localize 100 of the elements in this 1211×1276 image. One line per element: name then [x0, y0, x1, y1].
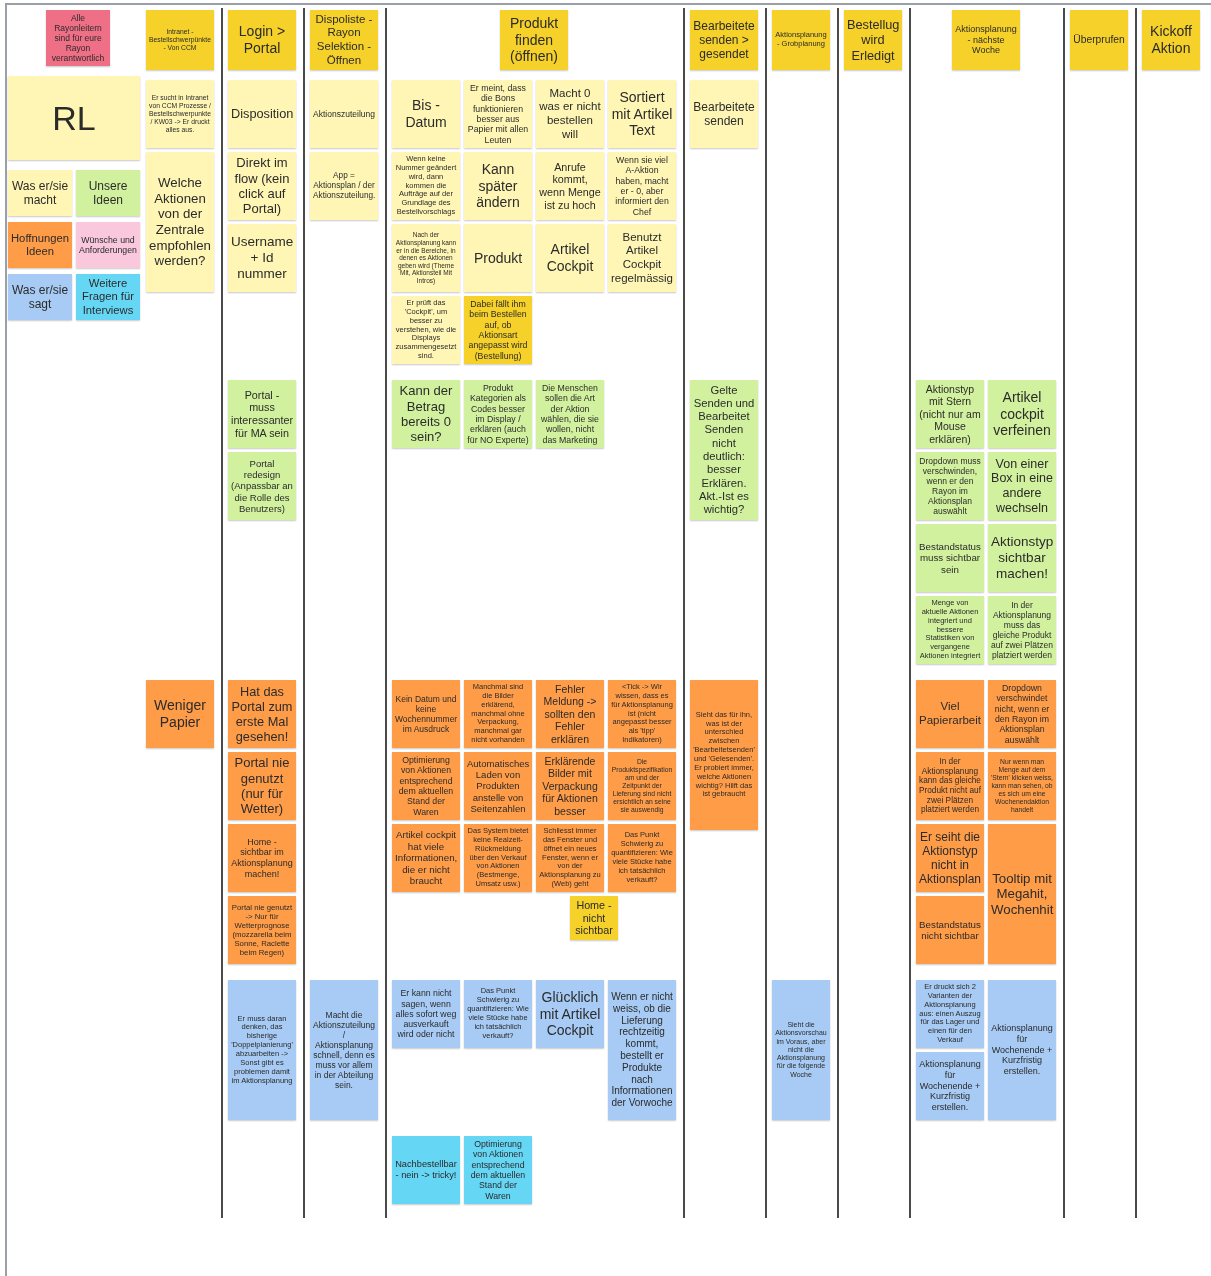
sticky-note [392, 380, 460, 448]
note-text: Macht 0 was er nicht bestellen will [539, 86, 601, 142]
sticky-note [608, 152, 676, 220]
sticky-note [146, 80, 214, 148]
note-text: Bearbeitete senden > gesendet [693, 18, 755, 62]
note-text: Welche Aktionen von der Zentrale empfohlen werden? [149, 175, 211, 269]
sticky-note [608, 752, 676, 820]
note-text: Aktionsplanung - nächste Woche [955, 24, 1017, 56]
note-text: Viel Papierarbeit [919, 700, 981, 728]
note-text: Er meint, dass die Bons funktionieren besser aus Papier mit allen Leuten [467, 83, 529, 145]
note-text: Artikel Cockpit [545, 241, 595, 275]
sticky-note [844, 10, 902, 70]
note-text: Wenn er nicht weiss, ob die Lieferung rechtzeitig kommt, bestellt er Produkte nach Informationen der Vorwoche [611, 991, 673, 1109]
note-text: Portal nie genutzt (nur für Wetter) [233, 755, 291, 817]
sticky-note [1070, 10, 1128, 70]
sticky-note [392, 680, 460, 748]
sticky-note [228, 980, 296, 1120]
note-text: Username + Id nummer [231, 234, 293, 282]
note-text: Erklärende Bilder mit Verpackung für Aktionen besser [541, 755, 599, 817]
sticky-note [536, 152, 604, 220]
sticky-note [690, 680, 758, 830]
sticky-note [500, 10, 568, 70]
sticky-note [1142, 10, 1200, 70]
note-text: Dispoliste - Rayon Selektion - Öffnen [314, 12, 374, 68]
note-text: Fehler Meldung -> sollten den Fehler erklären [542, 683, 598, 745]
note-text: Kickoff Aktion [1149, 23, 1193, 57]
note-text: Optimierung von Aktionen entsprechend dem aktuellen Stand der Waren [397, 755, 455, 817]
sticky-note [464, 224, 532, 292]
note-text: Direkt im flow (kein click auf Portal) [233, 155, 291, 217]
note-text: Kann später ändern [475, 161, 521, 211]
sticky-note [392, 1136, 460, 1204]
note-text: Was er/sie macht [11, 178, 69, 208]
note-text: Produkt Kategorien als Codes besser im Display / erklären (auch für NO Experte) [467, 383, 529, 445]
sticky-note [76, 170, 140, 216]
sticky-note [988, 824, 1056, 964]
sticky-note [310, 152, 378, 220]
sticky-note [464, 980, 532, 1048]
sticky-note [916, 524, 984, 592]
sticky-note [464, 152, 532, 220]
sticky-note [536, 80, 604, 148]
note-text: Gelte Senden und Bearbeitet Senden nicht deutlich: besser Erklären. Akt.-Ist es wichtig? [693, 383, 755, 517]
note-text: Alle Rayonleitern sind für eure Rayon verantwortlich [50, 12, 106, 64]
note-text: In der Aktionsplanung muss das gleiche Produkt auf zwei Plätzen platziert werden [991, 599, 1053, 661]
sticky-note [310, 80, 378, 148]
note-text: Aktionsplanung für Wochenende + Kurzfristig erstellen. [919, 1059, 981, 1113]
sticky-note [76, 222, 140, 268]
note-text: Aktionszuteilung [313, 109, 375, 119]
note-text: Login > Portal [237, 23, 287, 57]
note-text: Glücklich mit Artikel Cockpit [539, 989, 601, 1039]
sticky-note [146, 10, 214, 70]
note-text: Portal redesign (Anpassbar an die Rolle des Benutzers) [231, 458, 293, 514]
sticky-note [608, 224, 676, 292]
sticky-note [608, 80, 676, 148]
note-text: Von einer Box in eine andere wechseln [991, 456, 1053, 516]
sticky-note [146, 680, 214, 748]
note-text: Produkt finden (öffnen) [508, 15, 560, 65]
sticky-note [8, 76, 140, 160]
note-text: Unsere Ideen [87, 178, 129, 208]
note-text: Dropdown verschwindet nicht, wenn er den Rayon im Aktionsplan auswählt [993, 683, 1051, 745]
sticky-note [916, 1052, 984, 1120]
note-text: Produkt [473, 249, 523, 267]
note-text: Dropdown muss verschwinden, wenn er den Rayon im Aktionsplan auswählt [919, 455, 981, 517]
sticky-note [690, 80, 758, 148]
sticky-note [8, 222, 72, 268]
sticky-note [536, 680, 604, 748]
sticky-note [988, 380, 1056, 448]
sticky-note [536, 980, 604, 1048]
note-text: Benutzt Artikel Cockpit regelmässig [611, 230, 673, 286]
sticky-note [464, 680, 532, 748]
sticky-note [464, 752, 532, 820]
note-text: Disposition [231, 106, 293, 122]
sticky-note [8, 274, 72, 320]
note-text: Artikel cockpit hat viele Informationen, die er nicht braucht [395, 829, 457, 887]
sticky-note [310, 980, 378, 1120]
note-text: Weniger Papier [153, 697, 207, 731]
note-text: Weitere Fragen für Interviews [81, 277, 135, 317]
note-text: Hoffnungen Ideen [11, 231, 69, 259]
note-text: App = Aktionsplan / der Aktionszuteilung. [313, 171, 375, 201]
sticky-note [988, 980, 1056, 1120]
sticky-note [392, 80, 460, 148]
note-text: Macht die Aktionszuteilung / Aktionsplanung schnell, denn es muss vor allem in der Abteilung sein. [313, 1009, 375, 1091]
note-text: Portal - muss interessanter für MA sein [231, 388, 293, 440]
sticky-note [536, 224, 604, 292]
sticky-note [952, 10, 1020, 70]
note-text: Nachbestellbar - nein -> tricky! [395, 1159, 457, 1181]
sticky-note [228, 896, 296, 964]
sticky-note [916, 896, 984, 964]
note-text: Die Menschen sollen die Art der Aktion wählen, die sie wollen, nicht das Marketing [540, 383, 600, 445]
sticky-note [608, 980, 676, 1120]
note-text: Bestellug wird Erledigt [847, 17, 899, 63]
sticky-note [228, 80, 296, 148]
note-text: Er kann nicht sagen, wenn alles sofort weg ausverkauft wird oder nicht [395, 988, 457, 1040]
sticky-note [392, 224, 460, 292]
note-text: RL [52, 97, 96, 139]
note-text: Was er/sie sagt [11, 282, 69, 312]
note-text: Bestandstatus nicht sichtbar [919, 918, 981, 942]
note-text: Hat das Portal zum erste Mal gesehen! [231, 683, 293, 745]
sticky-note [392, 980, 460, 1048]
note-text: Automatisches Laden von Produkten anstelle von Seitenzahlen [467, 758, 529, 814]
sticky-note [772, 980, 830, 1120]
